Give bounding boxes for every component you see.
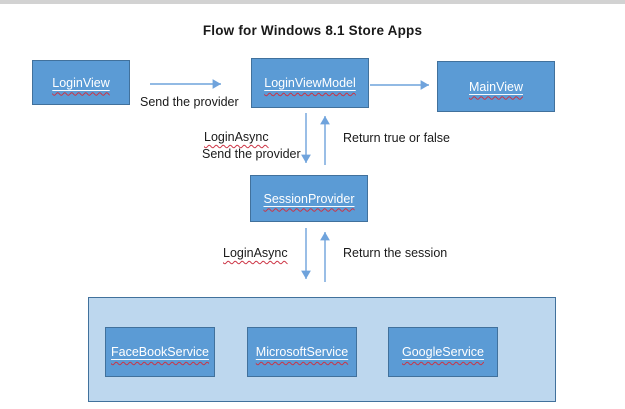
edge-label-return-the-session: Return the session — [343, 246, 448, 260]
node-main-view: MainView — [437, 61, 555, 112]
edge-label-send-the-provider-top: Send the provider — [140, 95, 239, 109]
node-microsoft-service: MicrosoftService — [247, 327, 357, 377]
node-label: FaceBookService — [111, 345, 209, 359]
node-label: MicrosoftService — [255, 345, 349, 359]
node-session-provider: SessionProvider — [250, 175, 368, 222]
node-google-service: GoogleService — [388, 327, 498, 377]
node-login-view: LoginView — [32, 60, 130, 105]
node-label: SessionProvider — [263, 191, 355, 206]
node-label: LoginView — [52, 75, 110, 90]
node-label: GoogleService — [402, 345, 484, 359]
top-border-strip — [0, 0, 625, 4]
edge-label-login-async-mid: LoginAsync — [204, 130, 269, 144]
edge-label-send-the-provider-mid: Send the provider — [202, 147, 301, 161]
node-facebook-service: FaceBookService — [105, 327, 215, 377]
node-label: LoginViewModel — [264, 76, 356, 90]
edge-label-login-async-bottom: LoginAsync — [223, 246, 288, 260]
diagram-title: Flow for Windows 8.1 Store Apps — [202, 23, 423, 38]
edge-label-return-true-or-false: Return true or false — [343, 131, 450, 145]
node-label: MainView — [469, 79, 523, 94]
node-login-view-model: LoginViewModel — [251, 58, 369, 108]
